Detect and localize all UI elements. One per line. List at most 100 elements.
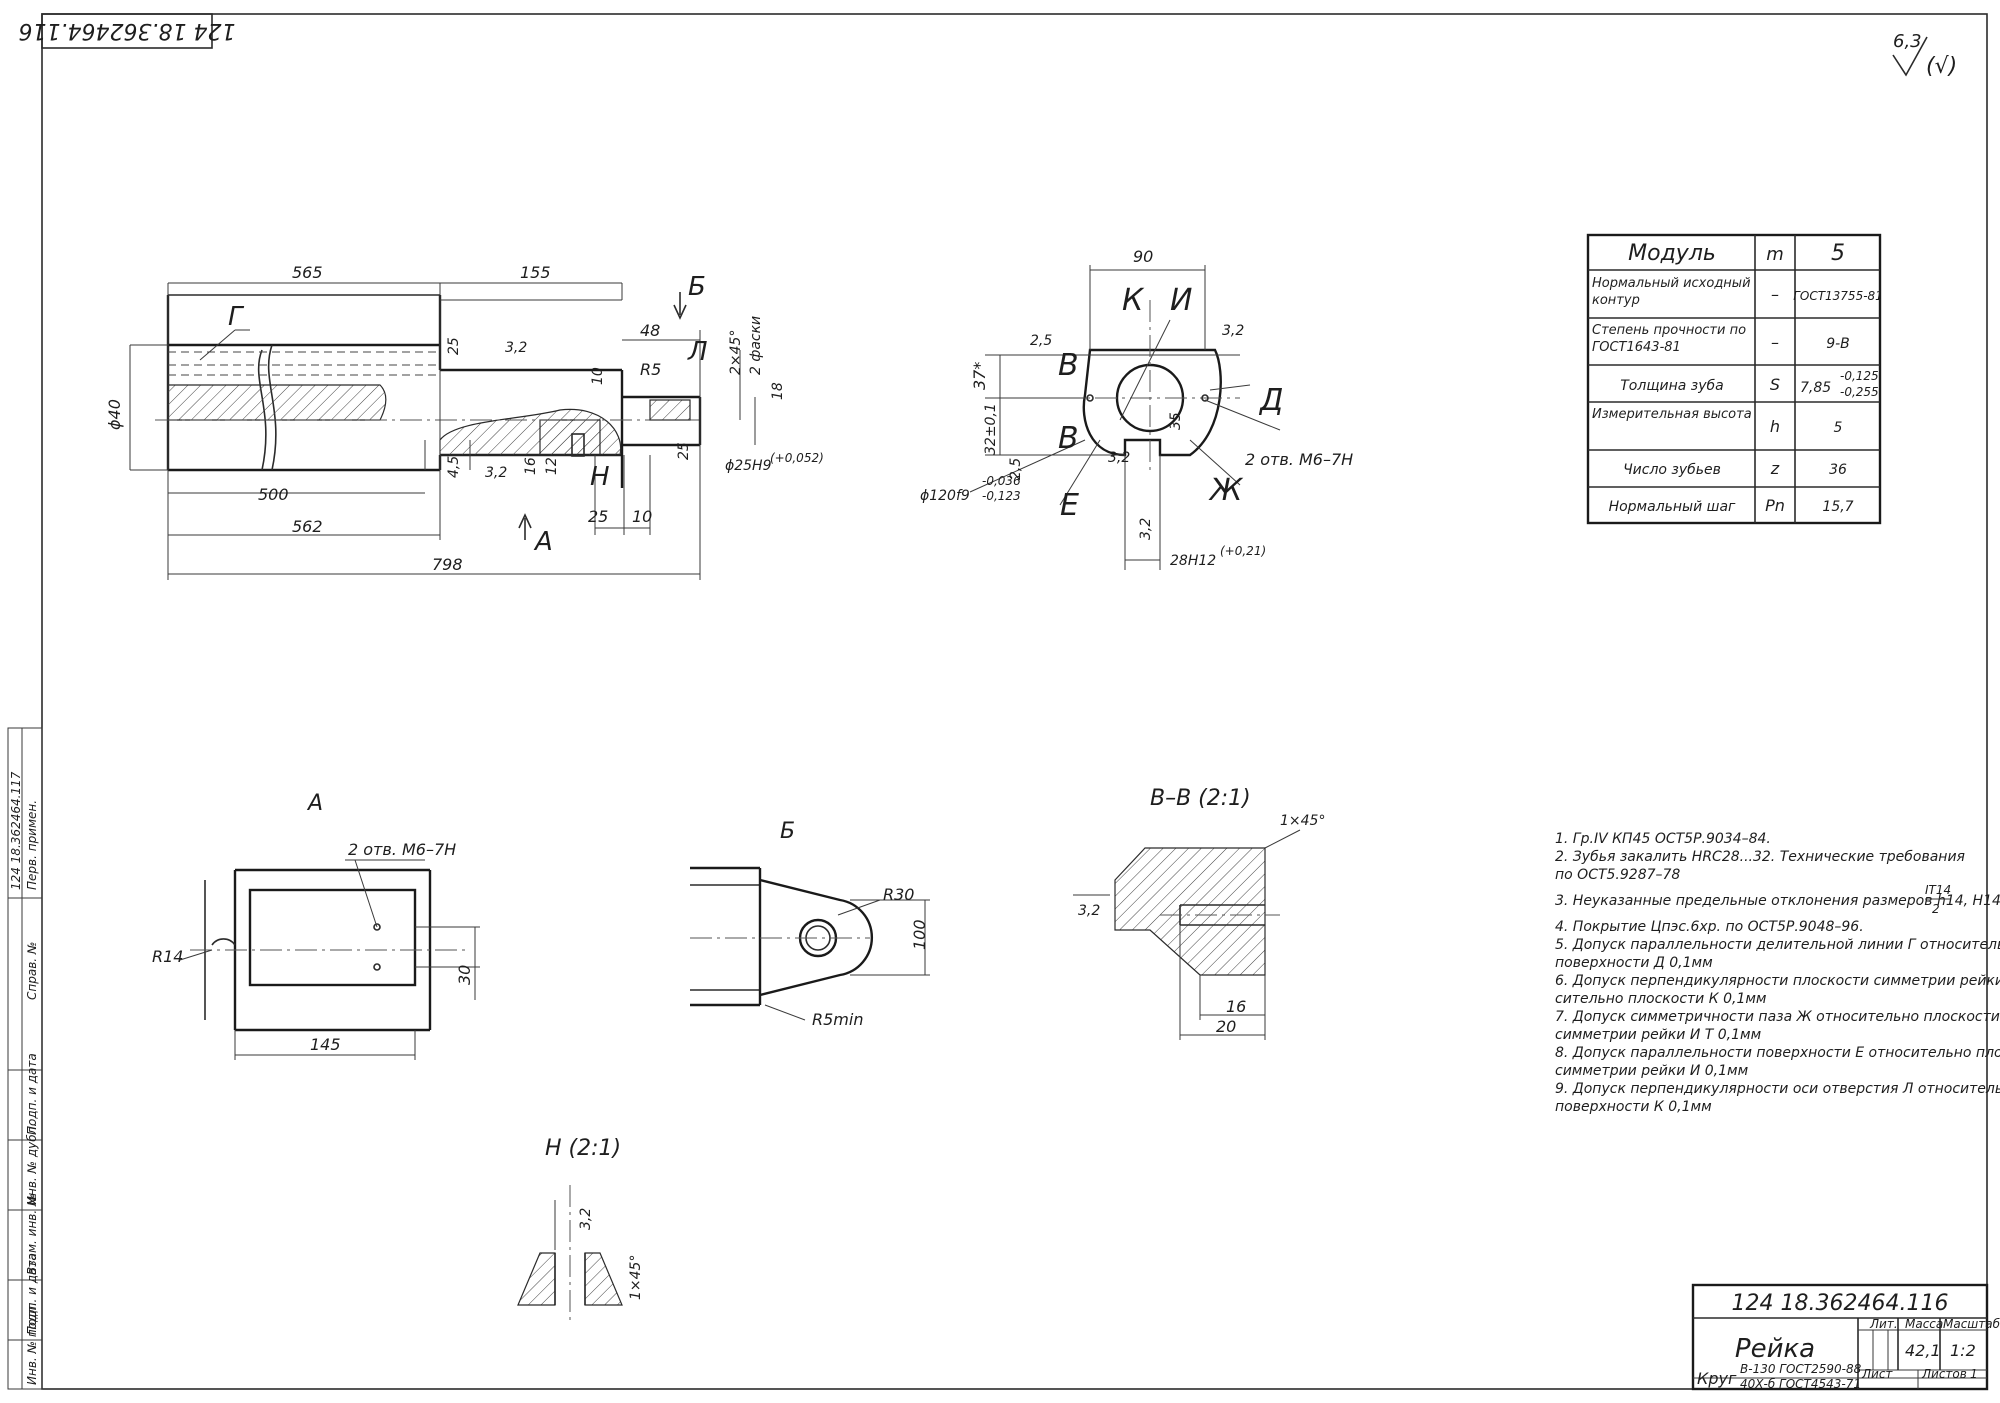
note-4: 4. Покрытие Цпэс.6хр. по ОСТ5Р.9048–96. — [1555, 919, 1864, 935]
param-val-4: 5 — [1834, 420, 1843, 436]
letter-d: Д — [1258, 383, 1283, 418]
dim-d25h9-tol: (+0,052) — [770, 451, 824, 465]
note-7b: симметрии рейки И Т 0,1мм — [1555, 1027, 1762, 1043]
section-n: Н (2:1) 3,2 1×45° — [517, 1136, 644, 1320]
dim-155: 155 — [520, 263, 551, 282]
doc-number-box: 124 18.362464.116 — [19, 13, 236, 49]
dim-798: 798 — [432, 555, 463, 574]
note-2: 2. Зубья закалить HRC28...32. Технически… — [1555, 849, 1965, 865]
dim-3-2a: 3,2 — [485, 465, 507, 481]
section-n-title: Н (2:1) — [545, 1136, 621, 1161]
roughness-value: 6,3 — [1893, 31, 1922, 52]
letter-k: К — [1122, 283, 1145, 318]
dim-10b: 10 — [632, 507, 652, 526]
end-view: 90 37* 32±0,1 2,5 2,5 3,2 35 3,2 ϕ120f9 … — [920, 247, 1353, 570]
param-name-4: Измерительная высота — [1592, 407, 1752, 422]
tb-mass-label: Масса — [1905, 1317, 1943, 1331]
tb-scale: 1:2 — [1950, 1341, 1976, 1360]
param-name-6: Нормальный шаг — [1609, 499, 1736, 515]
dim-2-faski: 2 фаски — [748, 316, 764, 375]
letter-e: Е — [1060, 488, 1079, 523]
stamp-vzam-inv: Взам. инв. № — [25, 1194, 39, 1275]
roughness-suffix: (√) — [1926, 54, 1957, 79]
note-3: 3. Неуказанные предельные отклонения раз… — [1555, 893, 2000, 909]
param-sym-6: Pn — [1765, 496, 1785, 515]
dim-3-2b: 3,2 — [505, 340, 527, 356]
letter-l: Л — [687, 337, 708, 367]
dim-d25h9: ϕ25H9 — [725, 458, 772, 474]
stamp-perv-primen-value: 124 18.362464.117 — [9, 771, 23, 890]
param-sym-1: – — [1771, 285, 1779, 304]
view-a-145: 145 — [310, 1035, 341, 1054]
letter-a: А — [533, 527, 553, 557]
param-name-3: Толщина зуба — [1620, 378, 1723, 394]
note-9: 9. Допуск перпендикулярности оси отверст… — [1555, 1081, 2000, 1097]
param-sym-5: z — [1770, 459, 1780, 478]
section-vv: В–В (2:1) 1×45° 3,2 16 20 — [1073, 786, 1325, 1040]
view-a-title: А — [306, 791, 323, 816]
material-line1: В-130 ГОСТ2590-88 — [1740, 1362, 1862, 1376]
note-3-frac-num: IT14 — [1925, 883, 1951, 897]
note-8: 8. Допуск параллельности поверхности Е о… — [1555, 1045, 2000, 1061]
doc-number-rotated: 124 18.362464.116 — [19, 18, 236, 43]
section-vv-chamfer: 1×45° — [1280, 813, 1325, 829]
dim-d120-tol-upper: -0,036 — [982, 474, 1021, 488]
view-a-holes-note: 2 отв. М6–7Н — [348, 840, 456, 859]
note-6b: сительно плоскости К 0,1мм — [1555, 991, 1767, 1007]
dim-25b: 25 — [588, 507, 608, 526]
param-val-5: 36 — [1829, 462, 1847, 478]
letter-b: Б — [688, 272, 706, 302]
param-val-1: ГОСТ13755-81 — [1793, 289, 1883, 303]
material-line2: 40Х-б ГОСТ4543-71 — [1740, 1377, 1861, 1391]
param-name-2: Степень прочности по ГОСТ1643-81 — [1592, 323, 1747, 355]
dim-37: 37* — [970, 362, 989, 390]
section-vv-3-2: 3,2 — [1078, 903, 1100, 919]
note-5: 5. Допуск параллельности делительной лин… — [1555, 937, 2000, 953]
dim-18: 18 — [770, 382, 786, 400]
section-vv-title: В–В (2:1) — [1150, 786, 1251, 811]
note-3-frac-den: 2 — [1932, 902, 1940, 916]
section-vv-20: 20 — [1216, 1017, 1236, 1036]
note-8b: симметрии рейки И 0,1мм — [1555, 1063, 1749, 1079]
note-1: 1. Гр.IV КП45 ОСТ5Р.9034–84. — [1555, 831, 1771, 847]
letter-i: И — [1170, 283, 1192, 318]
param-val-0: 5 — [1831, 241, 1845, 266]
note-7: 7. Допуск симметричности паза Ж относите… — [1555, 1009, 2000, 1025]
tb-sheets-label: Листов — [1921, 1367, 1967, 1381]
view-a-30: 30 — [455, 965, 474, 985]
stamp-perv-primen: Перв. примен. — [25, 800, 39, 890]
dim-3-2c: 3,2 — [1108, 450, 1130, 466]
dim-25a: 25 — [446, 337, 462, 355]
param-val-3: 7,85 — [1800, 380, 1831, 396]
stamp-sprav: Справ. № — [25, 942, 39, 1000]
view-b-r5min: R5min — [812, 1010, 863, 1029]
dim-2-5b: 2,5 — [1008, 458, 1024, 480]
dim-12: 12 — [544, 457, 560, 475]
view-a: А 2 отв. М6–7Н R14 145 30 — [152, 791, 480, 1060]
stamp-podp-data-1: Подп. и дата — [25, 1253, 39, 1335]
param-name-0: Модуль — [1628, 241, 1716, 266]
tb-scale-label: Масштаб — [1943, 1317, 2000, 1331]
param-name-1: Нормальный исходный контур — [1592, 276, 1751, 308]
dim-32: 32±0,1 — [983, 403, 999, 455]
stamp-podp-data-2: Подп. и дата — [25, 1053, 39, 1135]
side-stamp-strip: Инв. № подл. Подп. и дата Взам. инв. № И… — [7, 727, 43, 1390]
dim-565: 565 — [292, 263, 323, 282]
title-block: 124 18.362464.116 Рейка Лит. Масса Масшт… — [1691, 1283, 2000, 1391]
param-val-6: 15,7 — [1822, 499, 1853, 515]
letter-n: Н — [590, 462, 610, 492]
dim-2x45: 2×45° — [728, 330, 744, 375]
dim-2-5a: 2,5 — [1030, 333, 1052, 349]
view-a-r14: R14 — [152, 947, 183, 966]
dim-25c: 25 — [676, 442, 692, 460]
dim-28h12: 28H12 — [1170, 553, 1216, 569]
param-val-3-tol-upper: -0,125 — [1840, 369, 1879, 383]
params-table: Модуль m 5 Нормальный исходный контур – … — [1586, 233, 1883, 525]
sheet-frame — [41, 13, 1988, 1390]
tb-mass: 42,1 — [1905, 1341, 1941, 1360]
dim-3-2r: 3,2 — [1222, 323, 1244, 339]
note-9b: поверхности К 0,1мм — [1555, 1099, 1712, 1115]
dim-48: 48 — [640, 321, 660, 340]
